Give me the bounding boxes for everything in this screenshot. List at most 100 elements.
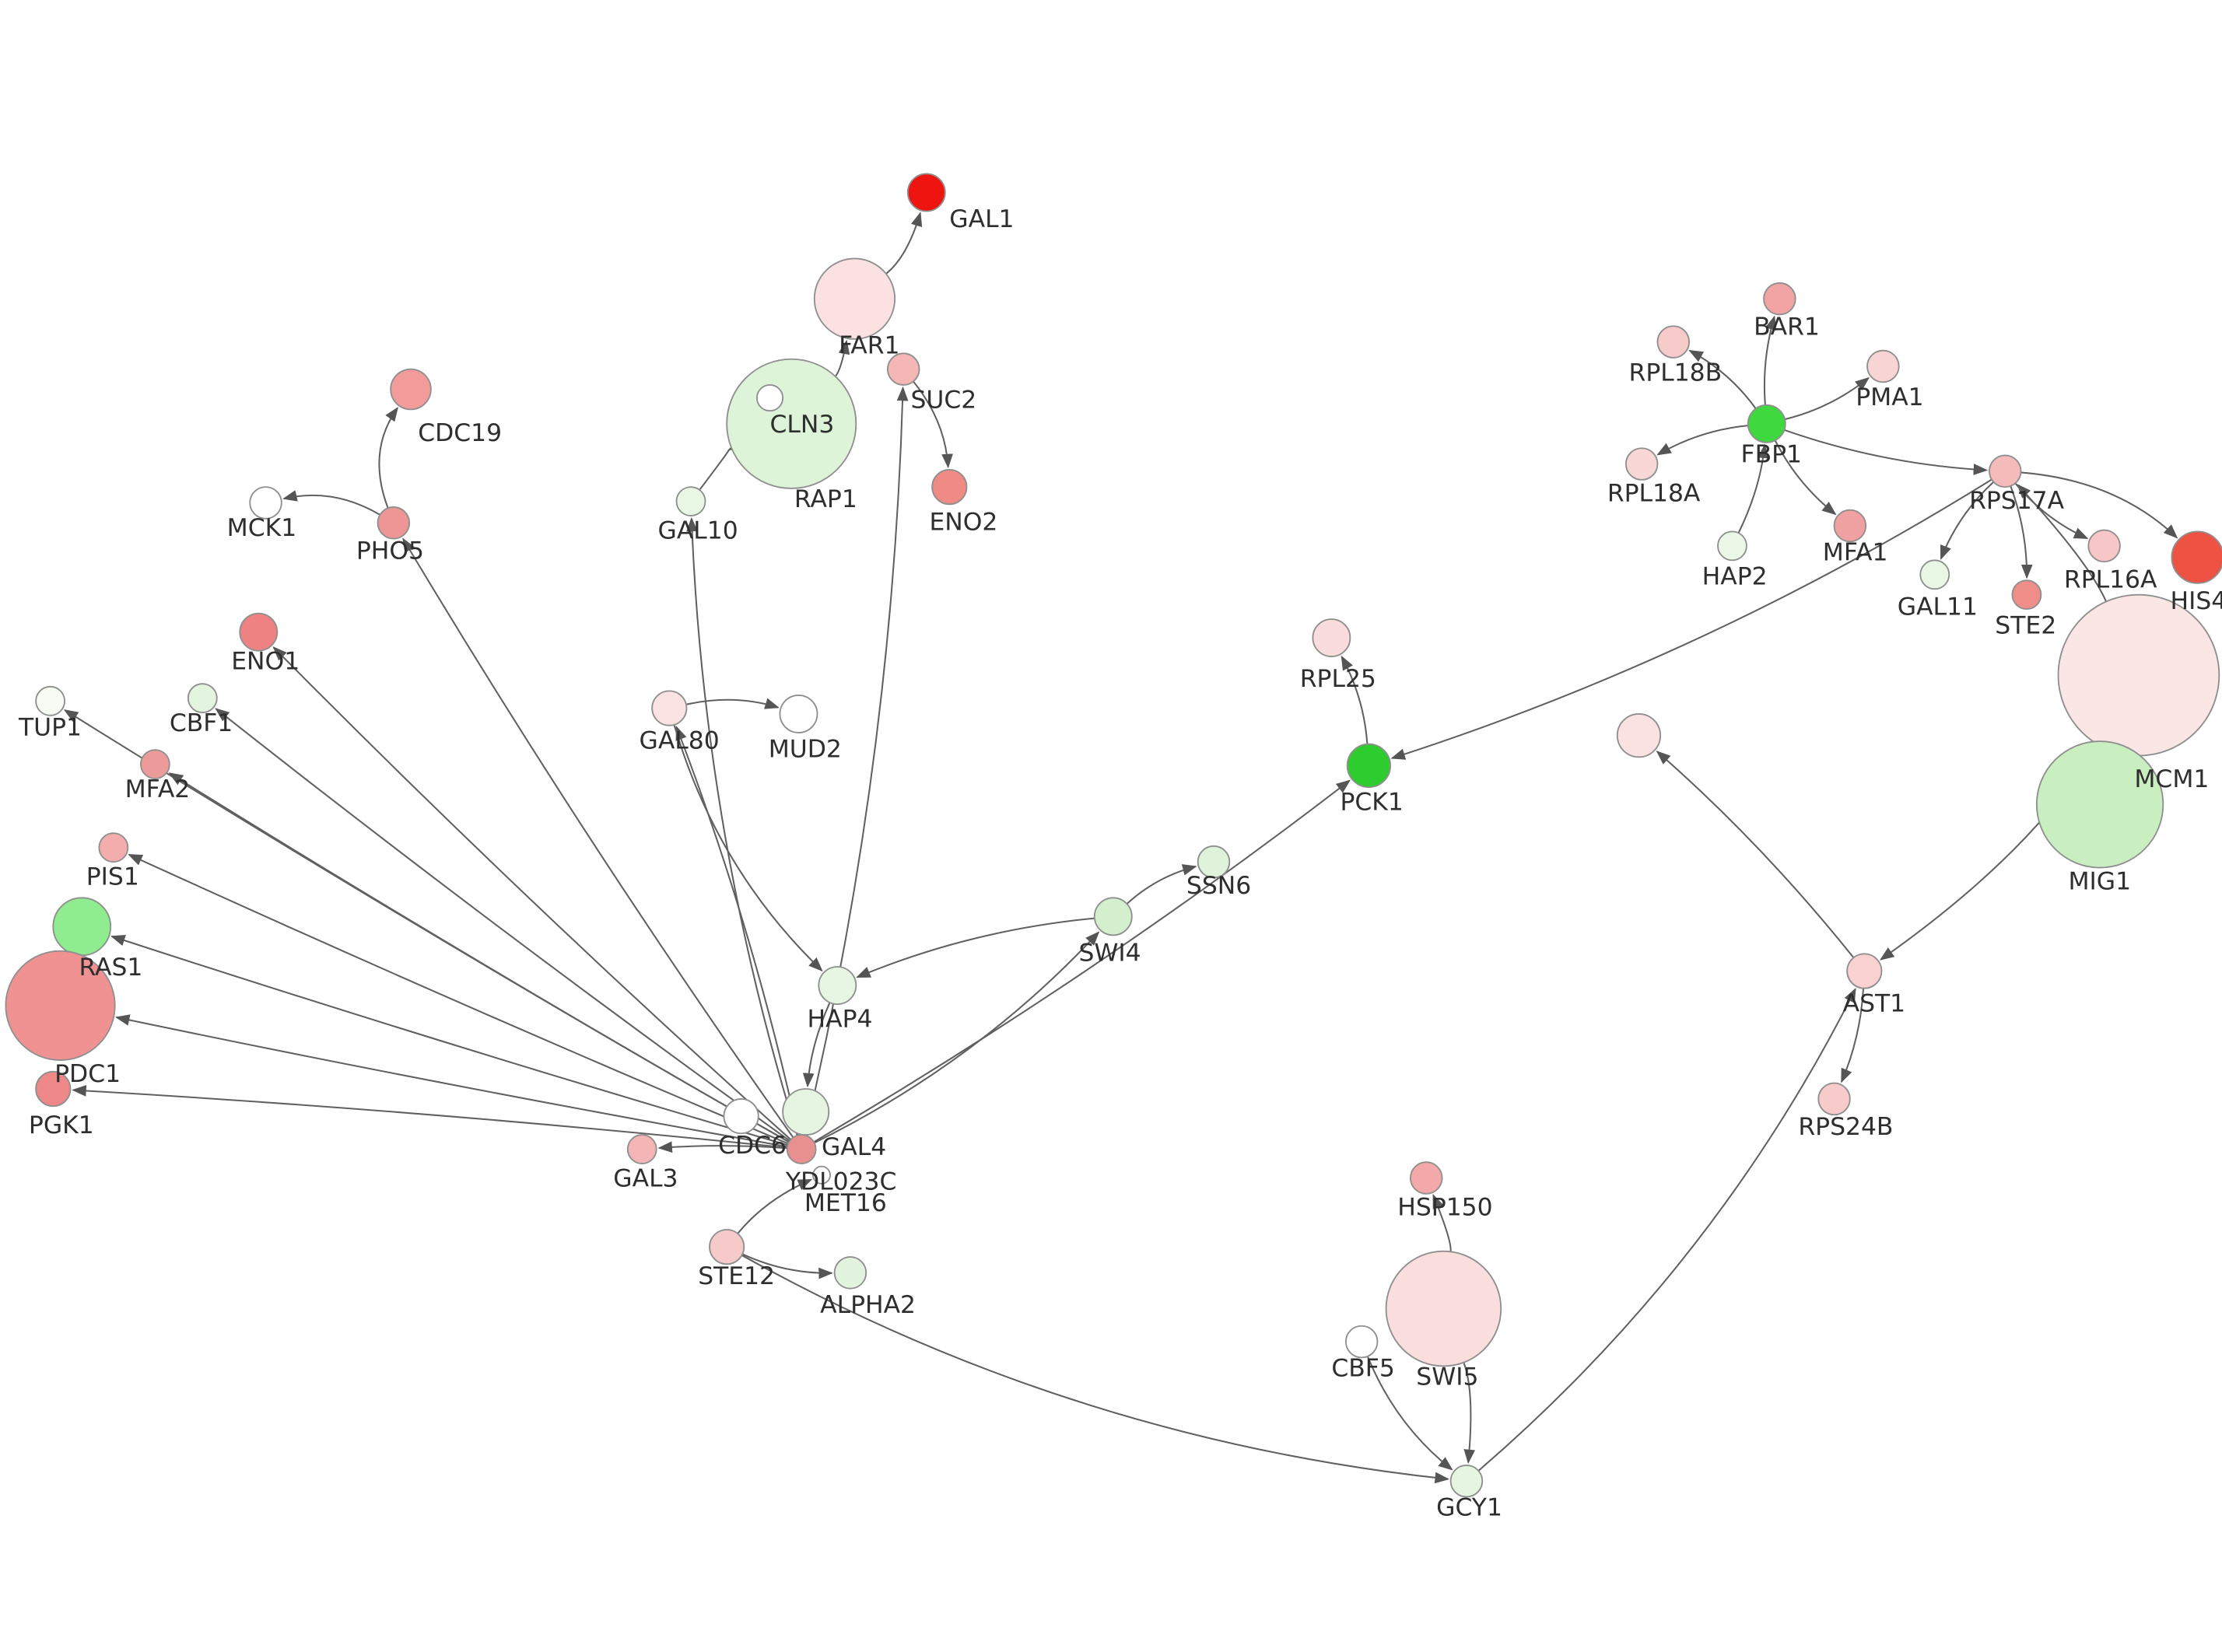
node-AST1[interactable] xyxy=(1846,953,1883,989)
node-CBF1[interactable] xyxy=(187,683,218,714)
node-FBP1[interactable] xyxy=(1747,404,1786,443)
node-MIG1[interactable] xyxy=(2035,740,2164,869)
edge-STE12-ALPHA2[interactable] xyxy=(741,1253,833,1279)
node-MUD2[interactable] xyxy=(779,695,818,733)
edge-STE12-GCY1[interactable] xyxy=(741,1255,1449,1484)
node-PIS1[interactable] xyxy=(98,832,129,863)
node-RPL18B[interactable] xyxy=(1656,325,1690,359)
edge-SWI5-GCY1[interactable] xyxy=(1463,1362,1476,1465)
edge-FBP1-BAR1[interactable] xyxy=(1763,315,1777,405)
node-RAS1[interactable] xyxy=(52,897,112,957)
node-SUC2[interactable] xyxy=(887,352,920,386)
node-STE12[interactable] xyxy=(709,1229,745,1265)
node-GAL3[interactable] xyxy=(626,1134,657,1164)
edge-PHO5-CDC19[interactable] xyxy=(378,407,398,509)
node-YDL023C[interactable] xyxy=(782,1088,830,1136)
edge-AST1-UNK1[interactable] xyxy=(1656,751,1855,958)
edge-GAL4-PIS1[interactable] xyxy=(128,853,789,1145)
node-RPS24B[interactable] xyxy=(1817,1082,1851,1116)
node-HIS4[interactable] xyxy=(2171,530,2222,584)
edge-FBP1-RPL18A[interactable] xyxy=(1656,425,1748,456)
edge-CLN3-FAR1[interactable] xyxy=(834,339,850,377)
node-PGK1[interactable] xyxy=(35,1070,72,1108)
node-UNK1[interactable] xyxy=(1616,713,1662,758)
node-BAR1[interactable] xyxy=(1763,282,1796,316)
node-ENO1[interactable] xyxy=(239,612,279,652)
node-CDC19[interactable] xyxy=(390,368,432,411)
edge-GAL4-SUC2[interactable] xyxy=(804,386,909,1136)
node-MFA1[interactable] xyxy=(1833,509,1867,543)
node-RPL25[interactable] xyxy=(1312,618,1351,657)
node-SWI4[interactable] xyxy=(1093,897,1133,936)
edge-FAR1-GAL1[interactable] xyxy=(885,212,923,275)
node-HAP2[interactable] xyxy=(1717,530,1747,562)
node-GAL1[interactable] xyxy=(906,173,946,212)
edge-GAL4-GAL10[interactable] xyxy=(686,516,798,1136)
edge-SWI4-HAP4[interactable] xyxy=(856,917,1095,978)
edge-GAL80-HAP4[interactable] xyxy=(673,724,823,972)
node-GAL80[interactable] xyxy=(651,690,688,726)
node-ALPHA2[interactable] xyxy=(833,1256,867,1290)
node-MFA2[interactable] xyxy=(140,749,170,779)
edge-FBP1-PMA1[interactable] xyxy=(1784,376,1870,421)
edge-SWI5-HSP150[interactable] xyxy=(1432,1194,1452,1252)
node-TUP1[interactable] xyxy=(35,685,65,716)
node-PCK1[interactable] xyxy=(1346,743,1391,789)
node-GAL4[interactable] xyxy=(786,1134,817,1164)
edge-RPS17A-GAL11[interactable] xyxy=(1940,481,1995,560)
node-STE2[interactable] xyxy=(2011,579,2042,611)
edge-RPS17A-PCK1[interactable] xyxy=(1390,478,1992,760)
node-RPL16A[interactable] xyxy=(2087,529,2121,563)
node-CDC6[interactable] xyxy=(723,1097,759,1135)
edge-RPS17A-HIS4[interactable] xyxy=(2020,471,2178,539)
edge-GAL4-SWI4[interactable] xyxy=(814,931,1100,1144)
node-PHO5[interactable] xyxy=(377,506,411,540)
edge-STE12-MET16[interactable] xyxy=(737,1178,813,1234)
edge-GAL4-MFA2[interactable] xyxy=(168,772,790,1143)
edge-GAL4-CBF1[interactable] xyxy=(215,708,790,1142)
edge-GAL4-GAL80[interactable] xyxy=(675,725,800,1136)
edge-FBP1-RPL18B[interactable] xyxy=(1688,350,1757,409)
node-PDC1[interactable] xyxy=(5,950,116,1061)
edge-HAP4-YDL023C[interactable] xyxy=(802,1002,831,1088)
edge-GAL4-PHO5[interactable] xyxy=(402,537,794,1139)
edge-FBP1-MFA1[interactable] xyxy=(1774,439,1837,516)
edge-SWI4-SSN6[interactable] xyxy=(1126,864,1197,905)
node-SSN6[interactable] xyxy=(1197,845,1231,879)
node-MCK1[interactable] xyxy=(249,486,282,520)
node-MCM1[interactable] xyxy=(2057,593,2220,757)
node-SWI5[interactable] xyxy=(1385,1250,1502,1367)
edge-GAL4-PDC1[interactable] xyxy=(115,1014,788,1148)
edge-RPS17A-RPL16A[interactable] xyxy=(2014,482,2089,540)
edge-GAL4-PGK1[interactable] xyxy=(72,1085,787,1149)
node-HSP150[interactable] xyxy=(1410,1161,1443,1195)
node-MET16[interactable] xyxy=(812,1165,831,1185)
edge-GAL4-RAS1[interactable] xyxy=(110,935,788,1146)
edge-AST1-RPS24B[interactable] xyxy=(1841,988,1865,1083)
edge-HAP2-FBP1[interactable] xyxy=(1737,443,1769,534)
edge-PCK1-RPL25[interactable] xyxy=(1341,655,1369,744)
node-GAL11[interactable] xyxy=(1919,559,1950,590)
node-HAP4[interactable] xyxy=(818,966,857,1005)
edge-PHO5-MCK1[interactable] xyxy=(282,490,380,516)
node-RPS17A[interactable] xyxy=(1989,454,2022,488)
node-PMA1[interactable] xyxy=(1866,349,1900,383)
node-CBF5[interactable] xyxy=(1344,1325,1379,1359)
node-FAR1[interactable] xyxy=(813,257,896,340)
node-RAP1[interactable] xyxy=(756,384,784,412)
edge-CBF5-GCY1[interactable] xyxy=(1366,1356,1453,1471)
edge-GCY1-AST1[interactable] xyxy=(1477,987,1856,1472)
node-RPL18A[interactable] xyxy=(1624,447,1659,481)
edge-GAL4-ENO1[interactable] xyxy=(272,646,792,1141)
edge-FBP1-RPS17A[interactable] xyxy=(1784,429,1989,475)
edge-GAL4-GAL3[interactable] xyxy=(657,1141,787,1153)
edge-RPS17A-STE2[interactable] xyxy=(2010,485,2033,579)
edge-GAL80-MUD2[interactable] xyxy=(685,698,780,709)
edge-SUC2-ENO2[interactable] xyxy=(913,380,953,469)
edge-GAL4-PCK1[interactable] xyxy=(813,779,1351,1143)
node-GAL10[interactable] xyxy=(675,486,706,516)
edge-GAL10-CLN3[interactable] xyxy=(699,439,744,491)
node-GCY1[interactable] xyxy=(1449,1464,1484,1498)
node-ENO2[interactable] xyxy=(931,469,968,506)
